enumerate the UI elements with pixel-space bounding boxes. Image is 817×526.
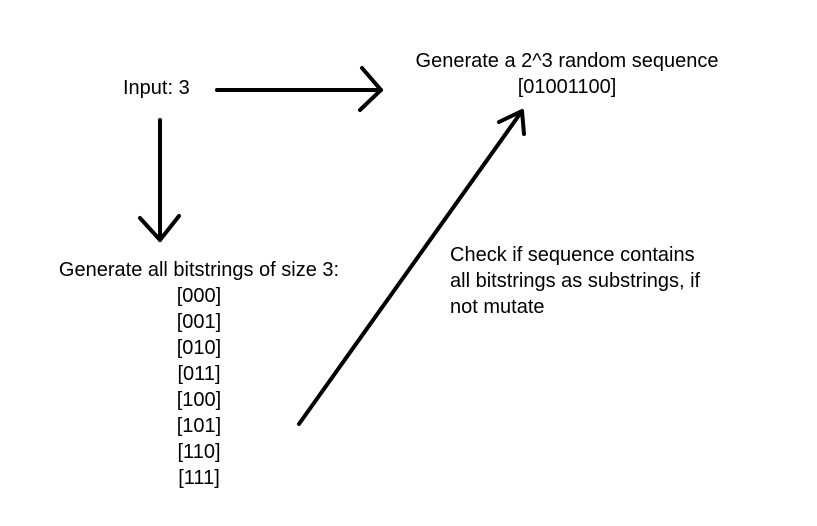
arrow-bitstrings-to-sequence (297, 109, 526, 426)
generate-sequence-title: Generate a 2^3 random sequence (415, 50, 719, 72)
bitstring-item: [101] (176, 415, 222, 437)
check-note-line: all bitstrings as substrings, if (450, 270, 701, 292)
bitstring-item: [010] (176, 337, 222, 359)
generate-sequence-node: Generate a 2^3 random sequence [01001100… (394, 48, 740, 100)
arrow-shaft (297, 109, 524, 426)
check-note-line: Check if sequence contains (450, 244, 695, 266)
generate-bitstrings-node: Generate all bitstrings of size 3: [000]… (40, 257, 358, 491)
arrow-head (497, 109, 526, 136)
arrow-input-to-sequence (215, 66, 383, 112)
bitstring-item: [111] (178, 467, 220, 489)
bitstring-item: [000] (176, 285, 222, 307)
arrow-input-to-bitstrings (138, 118, 181, 242)
bitstring-item: [100] (176, 389, 222, 411)
random-sequence-value: [01001100] (517, 76, 617, 98)
arrow-head (138, 214, 181, 242)
bitstring-item: [110] (177, 441, 221, 463)
bitstring-item: [001] (176, 311, 222, 333)
check-mutate-note: Check if sequence contains all bitstring… (450, 242, 750, 320)
bitstring-item: [011] (177, 363, 221, 385)
check-note-line: not mutate (450, 296, 545, 318)
generate-bitstrings-title: Generate all bitstrings of size 3: (58, 259, 340, 281)
arrow-head (358, 66, 383, 112)
input-label: Input: 3 (123, 77, 190, 99)
